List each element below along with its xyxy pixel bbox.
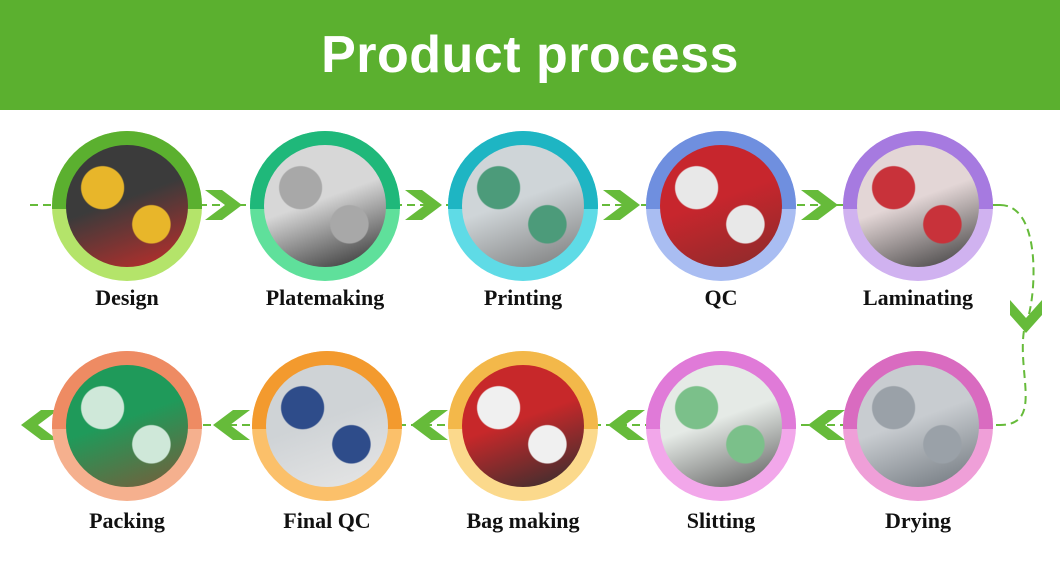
chevron-right-icon [801,190,838,220]
step-photo [857,145,979,267]
step-final-qc [252,351,402,501]
step-platemaking [250,131,400,281]
step-qc [646,131,796,281]
step-laminating [843,131,993,281]
step-design [52,131,202,281]
step-label: Final QC [283,508,371,533]
step-label: Laminating [862,285,974,310]
chevron-down-icon [1010,300,1042,333]
step-packing [52,351,202,501]
step-drying [843,351,993,501]
chevron-right-icon [603,190,640,220]
chevron-left-icon [808,410,845,440]
step-label: Bag making [466,508,580,533]
step-printing [448,131,598,281]
step-photo [462,145,584,267]
step-label: Platemaking [265,285,385,310]
step-photo [857,365,979,487]
step-bag-making [448,351,598,501]
step-label: Drying [885,508,951,533]
header-banner: Product process [0,0,1060,110]
step-photo [266,365,388,487]
step-label: Design [95,285,159,310]
chevron-left-icon [608,410,645,440]
chevron-left-icon [213,410,250,440]
chevron-right-icon [405,190,442,220]
step-label: Packing [89,508,165,533]
step-photo [66,365,188,487]
step-label: Slitting [686,508,756,533]
chevron-left-icon [21,410,58,440]
step-photo [660,365,782,487]
chevron-left-icon [411,410,448,440]
step-photo [264,145,386,267]
step-photo [66,145,188,267]
step-label: Printing [483,285,563,310]
step-slitting [646,351,796,501]
chevron-right-icon [205,190,242,220]
step-photo [660,145,782,267]
page-title: Product process [321,26,739,84]
step-photo [462,365,584,487]
step-label: QC [704,285,738,310]
